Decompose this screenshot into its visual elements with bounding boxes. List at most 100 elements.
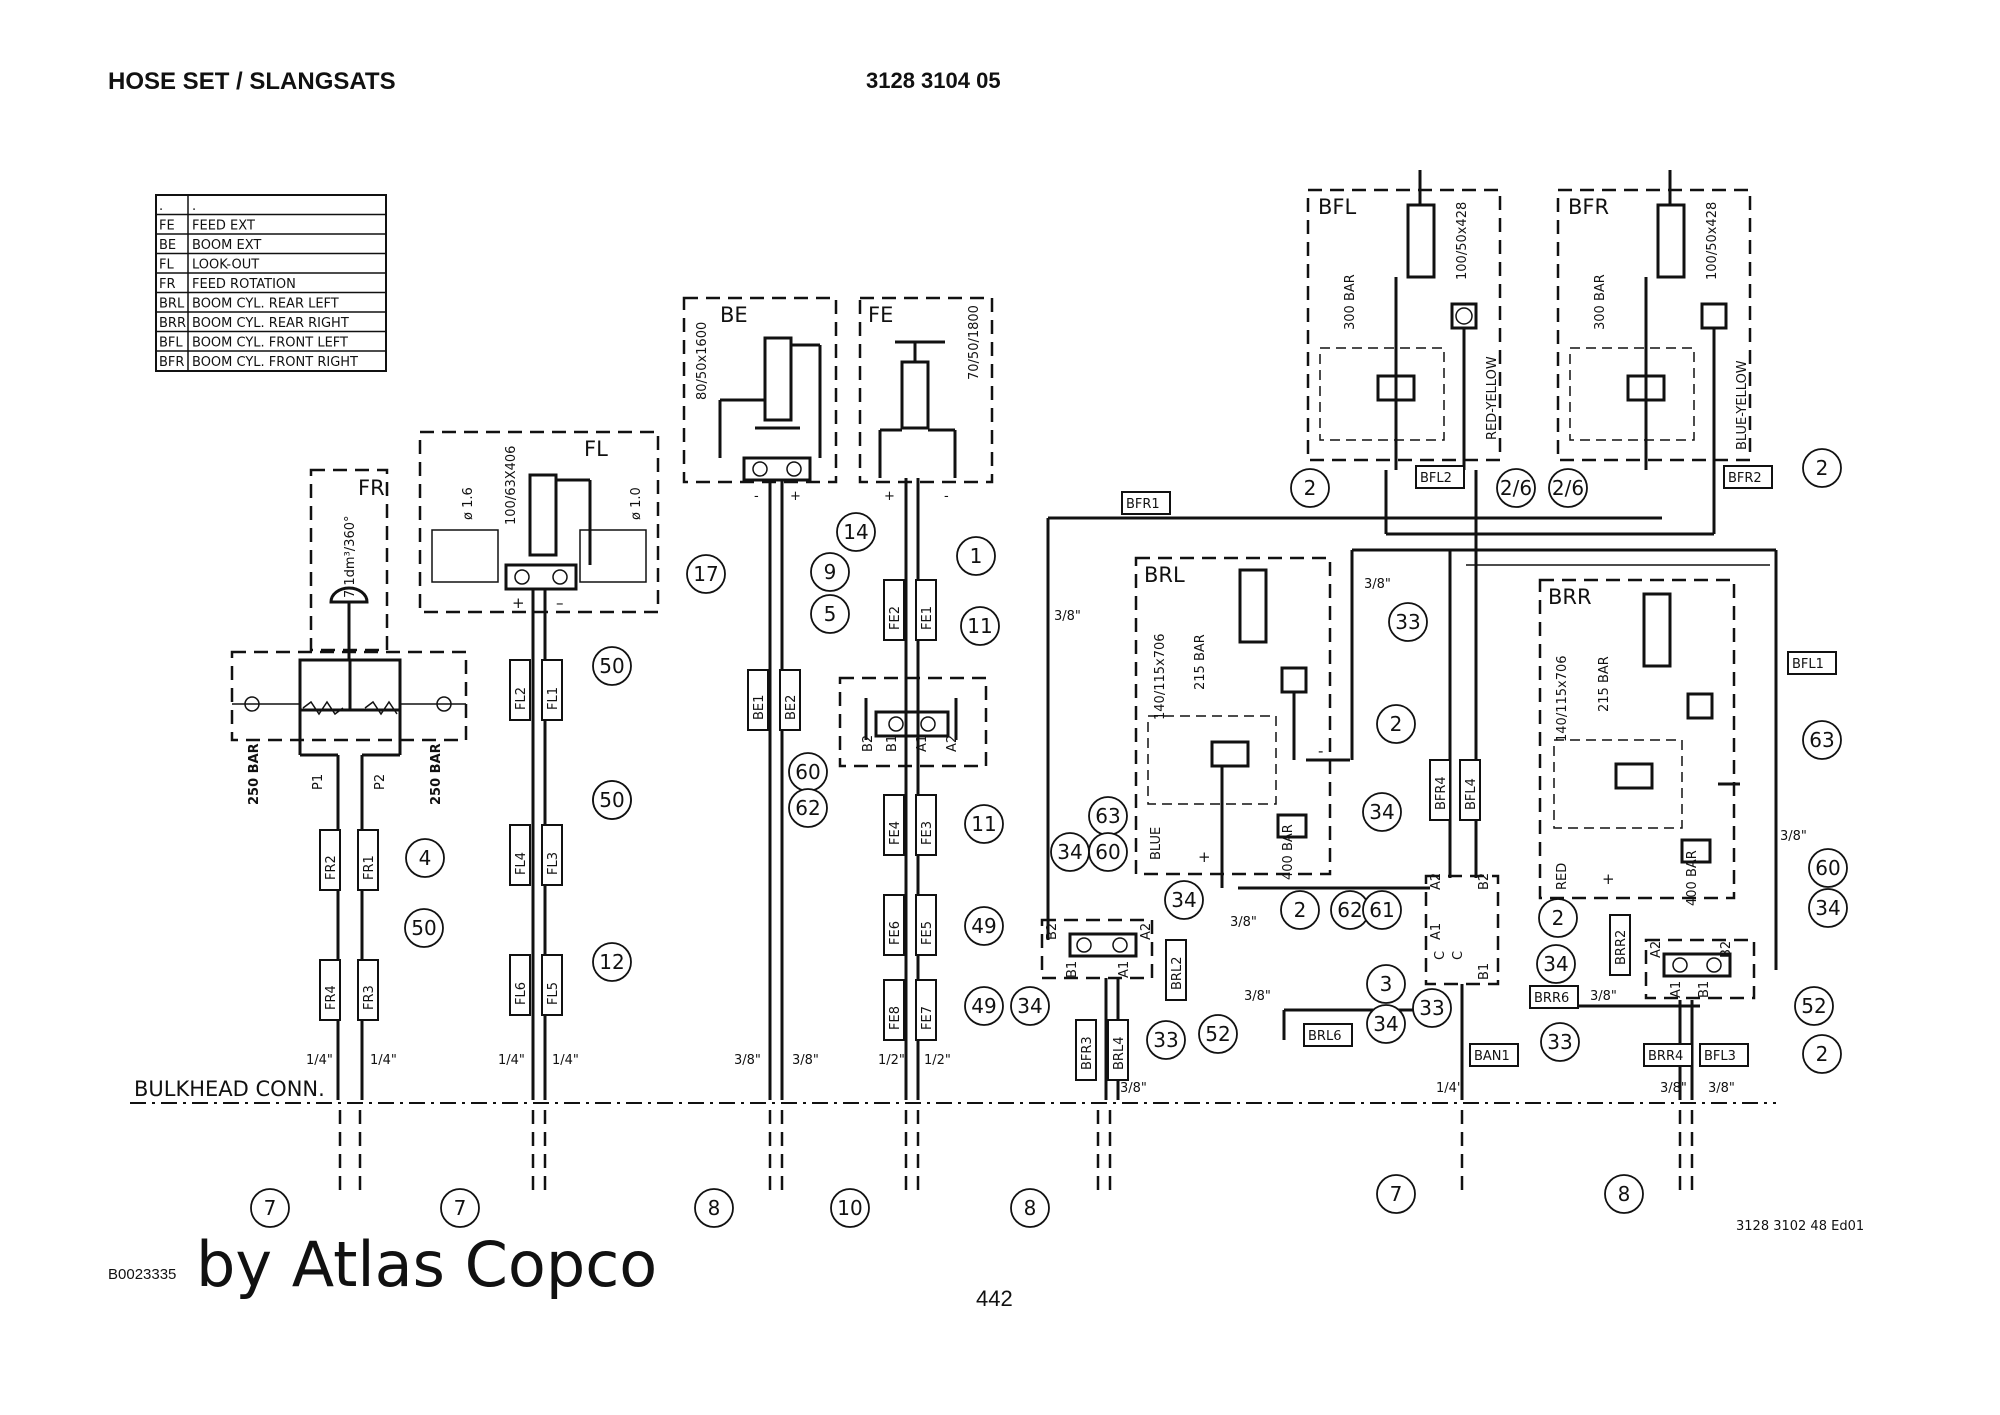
legend-code: BE — [159, 238, 176, 253]
hose-label: FL6 — [514, 982, 529, 1005]
item-balloon: 7 — [440, 1188, 480, 1228]
hose-size: 3/8" — [1244, 989, 1271, 1004]
valve-port: C — [1451, 951, 1466, 960]
hose-label: BFR1 — [1126, 497, 1160, 512]
drawing-number: 3128 3102 48 Ed01 — [1736, 1219, 1864, 1234]
item-balloon: 34 — [1010, 986, 1050, 1026]
hose-size: 3/8" — [1230, 915, 1257, 930]
item-balloon: 49 — [964, 906, 1004, 946]
fl-spec: 100/63X406 — [504, 446, 519, 525]
svg-text:49: 49 — [971, 994, 996, 1018]
hose-label: FR2 — [324, 855, 339, 880]
fe-label: FE — [868, 303, 893, 327]
item-balloon: 7 — [1376, 1174, 1416, 1214]
fl-unit: FL 100/63X406 ø 1.6 ø 1.0 + – — [418, 430, 660, 1100]
hose-label: FE1 — [920, 606, 935, 630]
hose-size: 1/4" — [370, 1053, 397, 1068]
brl-valve-block — [1040, 918, 1154, 980]
bfl-color: RED-YELLOW — [1485, 356, 1500, 440]
item-balloon: 2 — [1376, 704, 1416, 744]
svg-text:60: 60 — [1815, 856, 1840, 880]
item-balloon: 49 — [964, 986, 1004, 1026]
bfl-spec: 100/50x428 — [1455, 202, 1470, 280]
svg-text:17: 17 — [693, 562, 718, 586]
svg-text:34: 34 — [1543, 952, 1568, 976]
be-plus: + — [790, 489, 801, 504]
fl-plus: + — [512, 594, 525, 612]
item-balloon: 33 — [1412, 988, 1452, 1028]
svg-text:62: 62 — [1337, 898, 1362, 922]
legend-code: FL — [159, 258, 174, 273]
bfr-color: BLUE-YELLOW — [1735, 360, 1750, 450]
fr-unit: FR 7,1dm³/360° 250 BAR 250 BAR P1 P2 — [230, 468, 468, 1100]
valve-port: B1 — [1477, 963, 1492, 980]
legend-text: . — [192, 199, 196, 214]
item-balloon: 9 — [810, 552, 850, 592]
svg-text:34: 34 — [1057, 840, 1082, 864]
svg-text:33: 33 — [1395, 610, 1420, 634]
svg-text:2: 2 — [1390, 712, 1403, 736]
svg-text:2: 2 — [1304, 476, 1317, 500]
brr-spec: 140/115x706 — [1555, 655, 1570, 742]
hose-size: 3/8" — [792, 1053, 819, 1068]
item-balloon: 63 — [1088, 796, 1128, 836]
hose-label: BFL2 — [1420, 471, 1452, 486]
brl-plus: + — [1198, 848, 1211, 866]
fr-label: FR — [358, 476, 385, 500]
hose-size: 3/8" — [1708, 1081, 1735, 1096]
hose-label: FE7 — [920, 1006, 935, 1030]
hose-label: BE2 — [784, 695, 799, 720]
legend-code: BRL — [159, 297, 185, 312]
svg-text:63: 63 — [1809, 728, 1834, 752]
valve-port: B2 — [1045, 923, 1060, 940]
hose-size: 1/4" — [552, 1053, 579, 1068]
legend-code: BFL — [159, 336, 183, 351]
hose-label: FL4 — [514, 852, 529, 875]
legend-code: BRR — [159, 316, 186, 331]
item-balloon: 2/6 — [1548, 468, 1588, 508]
item-balloon: 8 — [694, 1188, 734, 1228]
item-balloon: 2 — [1538, 898, 1578, 938]
item-balloon: 14 — [836, 512, 876, 552]
svg-text:2/6: 2/6 — [1552, 476, 1584, 500]
svg-text:49: 49 — [971, 914, 996, 938]
item-balloon: 1 — [956, 536, 996, 576]
fr-port-p1: P1 — [311, 774, 326, 790]
valve-port: A2 — [1429, 873, 1444, 890]
svg-text:11: 11 — [971, 812, 996, 836]
valve-port: B2 — [861, 735, 876, 752]
brr-plus: + — [1602, 870, 1615, 888]
svg-text:63: 63 — [1095, 804, 1120, 828]
item-balloon: 33 — [1540, 1022, 1580, 1062]
hose-label: FE2 — [888, 606, 903, 630]
hose-label: BRL2 — [1170, 957, 1185, 990]
legend-text: FEED ROTATION — [192, 277, 296, 292]
hose-label: FR3 — [362, 985, 377, 1010]
item-balloon: 52 — [1198, 1014, 1238, 1054]
hose-label: FE6 — [888, 921, 903, 945]
valve-port: B2 — [1477, 873, 1492, 890]
hose-label: BFL4 — [1464, 778, 1479, 810]
valve-port: B2 — [1719, 941, 1734, 958]
svg-text:5: 5 — [824, 602, 837, 626]
be-label: BE — [720, 303, 748, 327]
svg-text:1: 1 — [970, 544, 983, 568]
fr-relief-right: 250 BAR — [429, 743, 444, 805]
item-balloon: 34 — [1050, 832, 1090, 872]
legend-code: FE — [159, 219, 175, 234]
hose-label: FE8 — [888, 1006, 903, 1030]
brl-pressure: 215 BAR — [1193, 634, 1208, 690]
item-balloon: 50 — [404, 908, 444, 948]
hose-label: BRR4 — [1648, 1049, 1683, 1064]
footer-code: B0023335 — [108, 1266, 177, 1283]
hose-label: BRL4 — [1112, 1037, 1127, 1070]
hose-label: BRR6 — [1534, 991, 1569, 1006]
fe-minus: - — [944, 489, 949, 504]
bfl-pressure: 300 BAR — [1343, 274, 1358, 330]
svg-text:50: 50 — [599, 788, 624, 812]
brl-minus: - — [1318, 742, 1323, 760]
part-number: 3128 3104 05 — [866, 68, 1001, 93]
fl-orifice-right: ø 1.0 — [629, 487, 644, 520]
hose-label: BAN1 — [1474, 1049, 1510, 1064]
svg-text:50: 50 — [411, 916, 436, 940]
